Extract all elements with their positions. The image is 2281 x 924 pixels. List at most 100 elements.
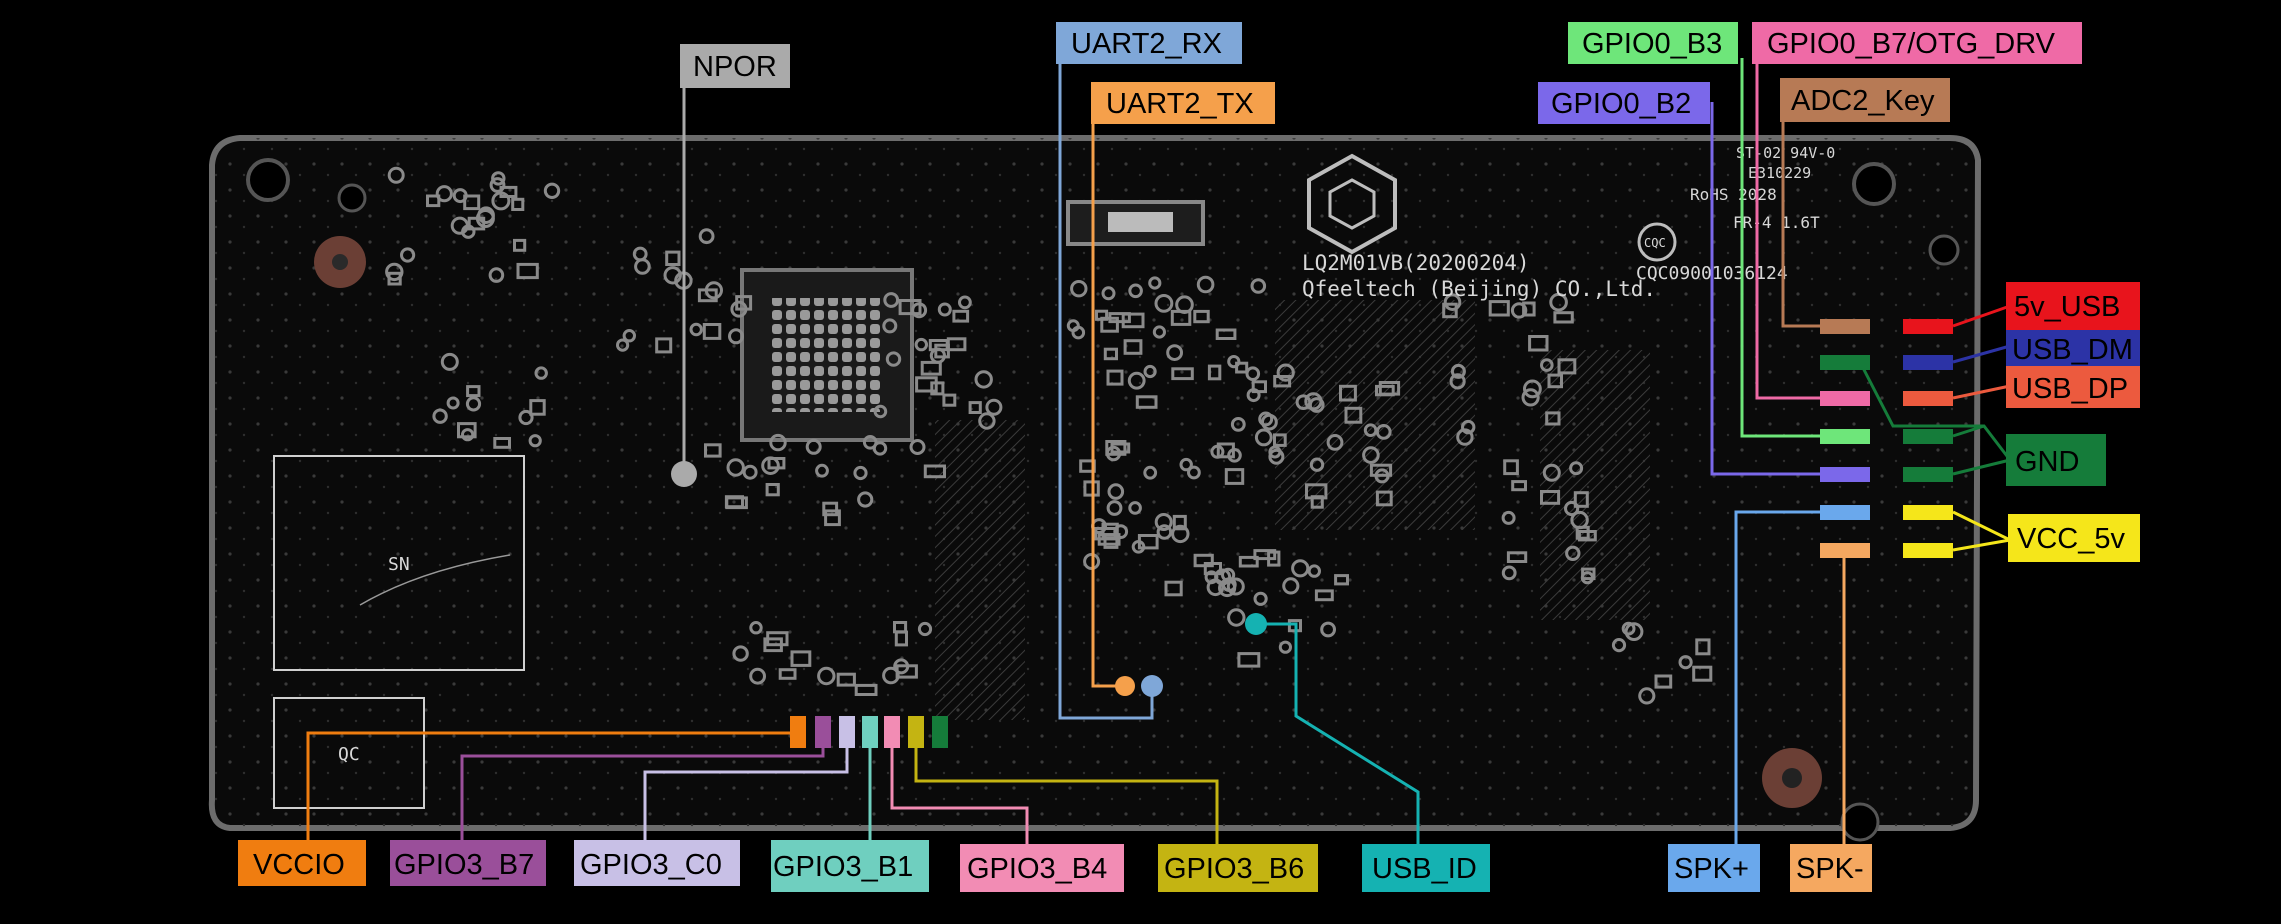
smd-component bbox=[824, 509, 841, 527]
via bbox=[488, 267, 505, 283]
svg-text:SPK-: SPK- bbox=[1796, 853, 1864, 885]
via bbox=[1523, 379, 1542, 399]
smd-component bbox=[1273, 433, 1287, 447]
via bbox=[1624, 622, 1644, 641]
via bbox=[1450, 363, 1466, 379]
via bbox=[622, 329, 636, 343]
vcc-5v-pad-1 bbox=[1903, 505, 1953, 520]
gpio3-c0-leader bbox=[643, 738, 849, 864]
smd-component bbox=[1100, 316, 1119, 333]
uart2-tx-test-point bbox=[1115, 676, 1135, 696]
via bbox=[749, 621, 763, 635]
via bbox=[1678, 655, 1693, 670]
via bbox=[882, 318, 898, 334]
smd-component bbox=[1344, 406, 1363, 424]
npor-label: NPOR bbox=[680, 44, 790, 88]
via bbox=[475, 209, 495, 228]
gpio3-b7-label: GPIO3_B7 bbox=[390, 840, 546, 886]
vcc-5v-leader-b bbox=[1952, 538, 2011, 552]
silk-company: Qfeeltech (Beijing) CO.,Ltd. bbox=[1302, 277, 1656, 301]
gnd-pad-bottom bbox=[932, 716, 948, 748]
via bbox=[1105, 445, 1122, 462]
via bbox=[1071, 325, 1086, 340]
v5-usb-label: 5v_USB bbox=[2006, 282, 2140, 330]
via bbox=[1171, 524, 1190, 544]
via bbox=[1521, 388, 1540, 407]
adc2-key-leader bbox=[1781, 102, 1826, 328]
via bbox=[1221, 577, 1237, 592]
smd-component bbox=[426, 194, 441, 208]
smd-component bbox=[724, 495, 745, 509]
smd-component bbox=[1506, 551, 1528, 563]
gpio3-b7-pad bbox=[815, 716, 831, 748]
gnd-leader-a bbox=[1858, 361, 2012, 461]
silk-model: LQ2M01VB(20200204) bbox=[1302, 251, 1530, 275]
via bbox=[1152, 325, 1167, 339]
svg-text:GPIO3_B6: GPIO3_B6 bbox=[1164, 853, 1304, 885]
smd-component bbox=[511, 197, 525, 212]
gpio3-c0-label: GPIO3_C0 bbox=[574, 840, 740, 886]
smd-component bbox=[920, 360, 942, 376]
via bbox=[732, 645, 749, 662]
uart2-rx-label: UART2_RX bbox=[1056, 22, 1242, 64]
via bbox=[1501, 510, 1516, 525]
smd-component bbox=[493, 437, 511, 449]
via bbox=[958, 295, 972, 310]
via bbox=[1227, 448, 1242, 463]
usb-dp-pad bbox=[1903, 391, 1953, 406]
test-points bbox=[671, 461, 1267, 697]
smd-component bbox=[1540, 490, 1561, 505]
pin-labels: NPOR UART2_RX UART2_TX GPIO0_B3 GPIO0_B7… bbox=[238, 22, 2140, 892]
smd-component bbox=[1305, 483, 1328, 500]
via bbox=[1156, 524, 1173, 540]
via bbox=[1540, 358, 1554, 372]
svg-text:GPIO0_B3: GPIO0_B3 bbox=[1582, 28, 1722, 60]
via bbox=[1564, 500, 1580, 517]
smd-component bbox=[763, 637, 783, 653]
smd-component bbox=[1207, 364, 1222, 381]
adc2-key-pad bbox=[1820, 319, 1870, 334]
smd-component bbox=[1577, 530, 1597, 542]
via bbox=[400, 247, 416, 263]
uart2-tx-leader bbox=[1091, 102, 1125, 688]
via bbox=[1107, 483, 1125, 500]
spk-plus-label: SPK+ bbox=[1668, 844, 1760, 892]
svg-text:GPIO3_B7: GPIO3_B7 bbox=[394, 849, 534, 881]
smd-component bbox=[893, 621, 908, 634]
via bbox=[1363, 423, 1378, 438]
via bbox=[1295, 394, 1312, 411]
via bbox=[1276, 363, 1295, 382]
vcc-5v-pad-2 bbox=[1903, 543, 1953, 558]
smd-component bbox=[1121, 312, 1145, 329]
via bbox=[1221, 567, 1236, 583]
via bbox=[1070, 280, 1088, 298]
usb-id-label: USB_ID bbox=[1362, 844, 1490, 892]
via bbox=[974, 370, 993, 389]
gnd-pad-right-2 bbox=[1903, 467, 1953, 482]
svg-text:SPK+: SPK+ bbox=[1674, 853, 1749, 885]
smd-component bbox=[1215, 328, 1237, 340]
gnd-pad-right-1 bbox=[1903, 429, 1953, 444]
via bbox=[1501, 565, 1517, 581]
gpio0-b3-pad bbox=[1820, 429, 1870, 444]
mounting-holes bbox=[246, 158, 1960, 842]
smd-component bbox=[1105, 440, 1127, 456]
silk-fr: FR-4 1.6T bbox=[1733, 213, 1820, 232]
silk-qc: QC bbox=[338, 744, 360, 765]
via bbox=[872, 441, 888, 456]
via bbox=[1226, 577, 1245, 596]
via bbox=[1362, 446, 1380, 464]
smd-component bbox=[1135, 395, 1158, 409]
smd-component bbox=[923, 464, 946, 479]
svg-text:NPOR: NPOR bbox=[693, 51, 777, 83]
gpio0-b2-label: GPIO0_B2 bbox=[1538, 82, 1710, 124]
gpio3-b1-label: GPIO3_B1 bbox=[771, 840, 929, 892]
gpio0-b2-pad bbox=[1820, 467, 1870, 482]
smd-component bbox=[1097, 533, 1121, 546]
usb-id-leader bbox=[1256, 622, 1420, 846]
qc-box bbox=[273, 697, 425, 809]
via bbox=[1611, 638, 1627, 653]
vcc-5v-label: VCC_5v bbox=[2008, 514, 2140, 562]
smd-component bbox=[968, 401, 982, 415]
smd-component bbox=[1522, 301, 1536, 317]
